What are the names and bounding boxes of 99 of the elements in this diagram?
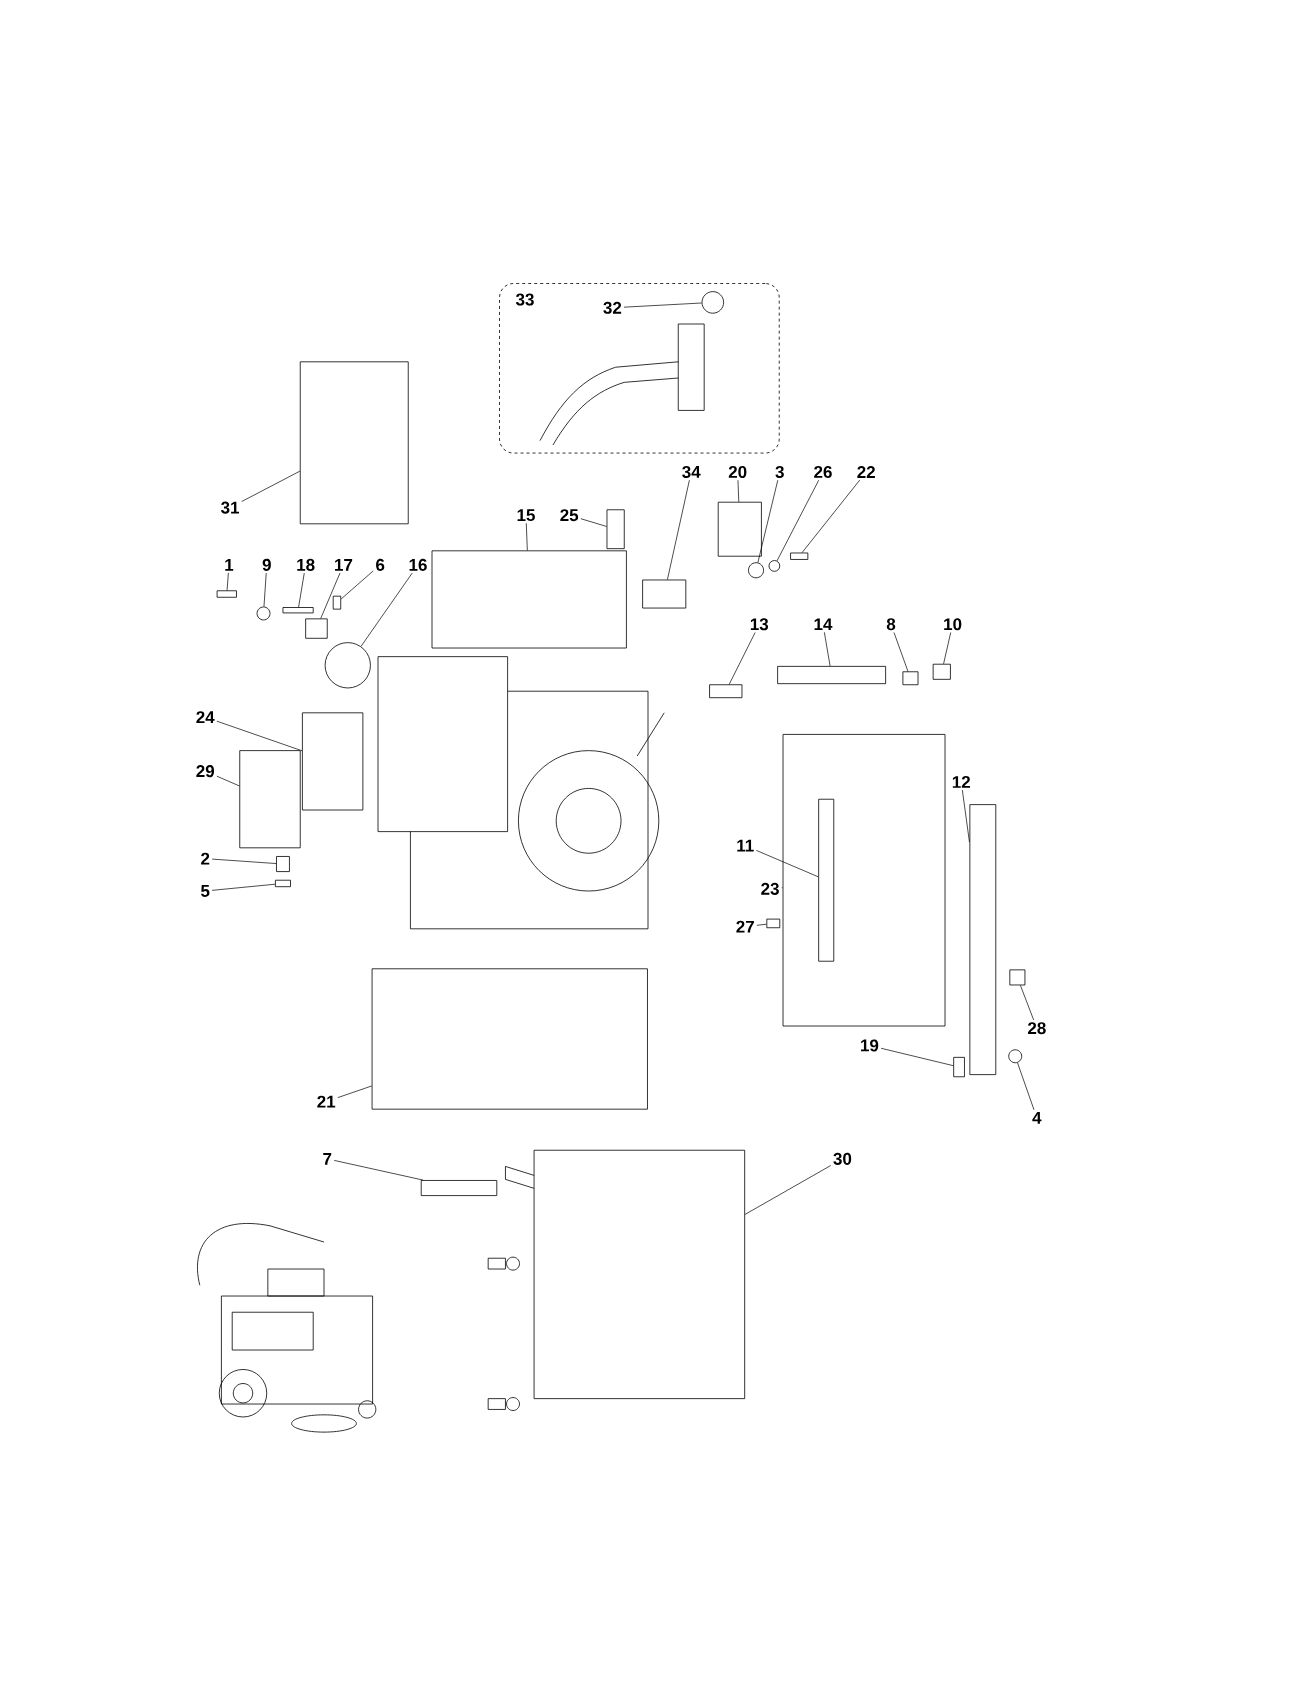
leader-line [263,572,267,607]
leader-line [226,572,229,591]
leader-line [1020,985,1035,1021]
hose-clip [902,671,919,686]
washer [768,560,781,572]
callout-number: 15 [517,509,535,522]
screw [790,552,809,560]
leader-line [962,789,970,843]
callout-number: 6 [376,558,385,571]
leader-line [337,1085,373,1098]
callout-number: 11 [737,839,754,852]
callout-number: 25 [560,509,579,522]
leader-line [525,522,528,551]
leader-line [781,887,783,889]
leader-line [744,1165,832,1215]
washer [275,879,291,888]
callout-number: 1 [225,559,234,571]
leader-line [737,479,740,503]
callout-number: 8 [886,618,896,631]
callout-number: 12 [952,776,970,788]
filler-cap [701,291,725,314]
callout-number: 9 [262,558,271,571]
leader-line [340,570,374,600]
callout-number: 32 [603,301,622,314]
hose-fitting [709,684,743,699]
metal-strip [818,798,835,962]
plug [932,663,951,680]
pulley [324,642,371,689]
callout-number: 16 [409,558,427,571]
leader-line [216,720,303,752]
leader-line [216,775,240,787]
callout-number: 30 [833,1152,852,1165]
shroud [533,1149,746,1400]
callout-number: 24 [196,711,215,724]
leader-line [893,632,909,672]
callout-number: 23 [761,882,779,895]
filter-cover [239,750,301,849]
callout-number: 26 [814,465,832,478]
leader-line [824,631,831,667]
callout-number: 21 [317,1095,336,1108]
leader-line [728,632,756,685]
air-filter [302,712,364,811]
callout-number: 3 [775,465,784,478]
screw [766,918,781,929]
leader-line [298,572,305,608]
key [332,595,342,610]
bolt [276,856,290,872]
leader-line [211,858,277,864]
callout-number: 22 [857,466,875,478]
air-duct [717,501,762,557]
callout-number: 7 [323,1153,332,1165]
callout-number: 18 [297,558,315,571]
leader-line [776,479,820,562]
clamp [748,562,764,579]
spacer [305,618,328,639]
callout-number: 34 [682,465,701,478]
leader-line [320,572,341,619]
metal-strip [420,1180,498,1196]
spark-plug [606,509,625,550]
callout-number: 27 [736,920,754,933]
leader-line [756,850,819,878]
leader-line [580,518,607,527]
callout-number: 2 [201,852,210,865]
callout-number: 13 [750,618,769,631]
bracket [969,804,997,1075]
shield-plate [782,734,946,1027]
leader-line [360,572,413,647]
clip [1009,969,1026,986]
leader-line [241,470,301,502]
sleeve [642,579,687,609]
callout-number: 28 [1028,1022,1046,1035]
base-plate [371,968,648,1110]
callout-number: 31 [221,501,240,514]
leader-line [880,1047,954,1066]
callout-number: 10 [944,618,962,631]
callout-number: 14 [814,618,833,631]
leader-line [756,923,767,926]
leader-line [333,1160,424,1181]
leader-line [801,479,861,553]
leader-line [943,632,952,665]
leader-line [623,302,702,308]
leader-line [757,479,779,563]
callout-number: 20 [728,465,747,478]
callout-number: 17 [335,559,353,571]
callout-number: 29 [196,765,215,778]
leader-line [667,479,690,580]
leader-line [1017,1062,1035,1111]
callout-number: 5 [201,885,210,897]
bolt [953,1056,965,1078]
washer [256,606,271,621]
shield-plate [299,361,409,525]
pin [282,607,314,614]
callout-number: 4 [1032,1111,1042,1124]
hose [777,665,887,685]
fuel-tank [431,550,627,649]
callout-number: 19 [861,1039,879,1052]
bolt [216,590,237,598]
leader-line [211,883,276,891]
nut [1008,1049,1023,1064]
